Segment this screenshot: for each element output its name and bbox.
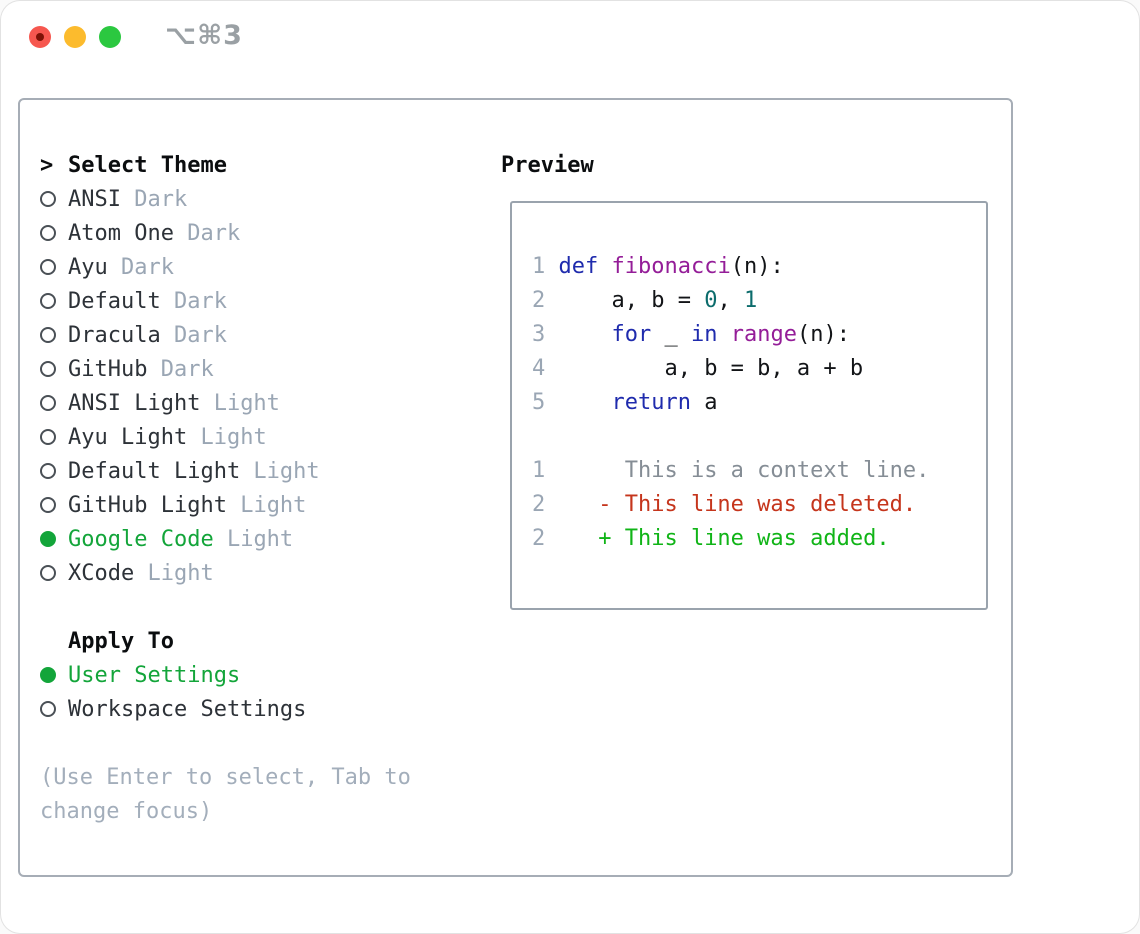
theme-option[interactable]: ANSI Dark: [40, 182, 411, 216]
gap: [40, 726, 411, 760]
radio-icon: [40, 191, 68, 207]
theme-variant: Dark: [160, 288, 227, 314]
theme-name: Default Light: [68, 458, 241, 484]
theme-name: ANSI Light: [68, 390, 201, 416]
unsaved-dot-icon: [36, 33, 44, 41]
titlebar: ⌥⌘3: [0, 0, 1140, 74]
radio-icon: [40, 667, 68, 683]
gap: [40, 590, 411, 624]
code-line: 2 a, b = 0, 1: [532, 287, 758, 313]
theme-name: Ayu: [68, 254, 108, 280]
theme-name: Atom One: [68, 220, 174, 246]
radio-icon: [40, 463, 68, 479]
preview-code: 1 def fibonacci(n): 2 a, b = 0, 1 3 for _ …: [532, 249, 929, 555]
radio-icon: [40, 225, 68, 241]
theme-name: Default: [68, 288, 161, 314]
theme-name: GitHub: [68, 356, 148, 382]
theme-option[interactable]: Default Light Light: [40, 454, 411, 488]
hint-line-1: (Use Enter to select, Tab to: [40, 764, 411, 790]
hint-line-2: change focus): [40, 798, 213, 824]
code-line: 5 return a: [532, 389, 718, 415]
theme-option[interactable]: Dracula Dark: [40, 318, 411, 352]
theme-option[interactable]: Ayu Dark: [40, 250, 411, 284]
close-button[interactable]: [29, 26, 51, 48]
theme-option[interactable]: GitHub Light Light: [40, 488, 411, 522]
window-shortcut-label: ⌥⌘3: [165, 20, 243, 51]
preview-title: Preview: [501, 152, 594, 178]
theme-variant: Dark: [173, 220, 241, 246]
theme-variant: Light: [240, 458, 320, 484]
radio-icon: [40, 361, 68, 377]
theme-option[interactable]: ANSI Light Light: [40, 386, 411, 420]
minimize-button[interactable]: [64, 26, 86, 48]
apply-to-label: Workspace Settings: [68, 696, 307, 722]
theme-name: Google Code: [68, 526, 214, 552]
theme-option[interactable]: XCode Light: [40, 556, 411, 590]
theme-option[interactable]: GitHub Dark: [40, 352, 411, 386]
theme-option[interactable]: Ayu Light Light: [40, 420, 411, 454]
theme-name: XCode: [68, 560, 135, 586]
radio-icon: [40, 565, 68, 581]
theme-name: Dracula: [68, 322, 161, 348]
apply-to-title: Apply To: [68, 628, 174, 654]
radio-icon: [40, 293, 68, 309]
theme-option[interactable]: Default Dark: [40, 284, 411, 318]
radio-icon: [40, 327, 68, 343]
radio-icon: [40, 701, 68, 717]
cursor-chevron-icon: >: [40, 152, 54, 178]
theme-variant: Dark: [147, 356, 214, 382]
theme-variant: Light: [187, 424, 267, 450]
code-line: 4 a, b = b, a + b: [532, 355, 864, 381]
code-line: [532, 419, 929, 453]
preview-box: 1 def fibonacci(n): 2 a, b = 0, 1 3 for _ …: [510, 201, 988, 610]
apply-to-header: Apply To: [40, 624, 411, 658]
code-line: 3 for _ in range(n):: [532, 321, 850, 347]
apply-to-option[interactable]: User Settings: [40, 658, 411, 692]
theme-variant: Light: [134, 560, 214, 586]
theme-variant: Dark: [107, 254, 174, 280]
radio-icon: [40, 395, 68, 411]
code-line: 1 This is a context line.: [532, 457, 930, 483]
radio-icon: [40, 531, 68, 547]
select-theme-title: Select Theme: [68, 152, 227, 178]
apply-to-option[interactable]: Workspace Settings: [40, 692, 411, 726]
theme-variant: Light: [226, 492, 307, 518]
code-line: 2 - This line was deleted.: [532, 491, 917, 517]
code-line: 1 def fibonacci(n):: [532, 253, 784, 279]
theme-name: ANSI: [68, 186, 121, 212]
theme-variant: Light: [200, 390, 280, 416]
radio-icon: [40, 429, 68, 445]
theme-variant: Light: [213, 526, 294, 552]
zoom-button[interactable]: [99, 26, 121, 48]
theme-option[interactable]: Google Code Light: [40, 522, 411, 556]
theme-name: GitHub Light: [68, 492, 227, 518]
select-theme-header: > Select Theme: [40, 148, 411, 182]
theme-option[interactable]: Atom One Dark: [40, 216, 411, 250]
code-line: 2 + This line was added.: [532, 525, 890, 551]
radio-icon: [40, 497, 68, 513]
apply-to-label: User Settings: [68, 662, 241, 688]
theme-variant: Dark: [160, 322, 227, 348]
theme-variant: Dark: [120, 186, 188, 212]
theme-name: Ayu Light: [68, 424, 188, 450]
radio-icon: [40, 259, 68, 275]
